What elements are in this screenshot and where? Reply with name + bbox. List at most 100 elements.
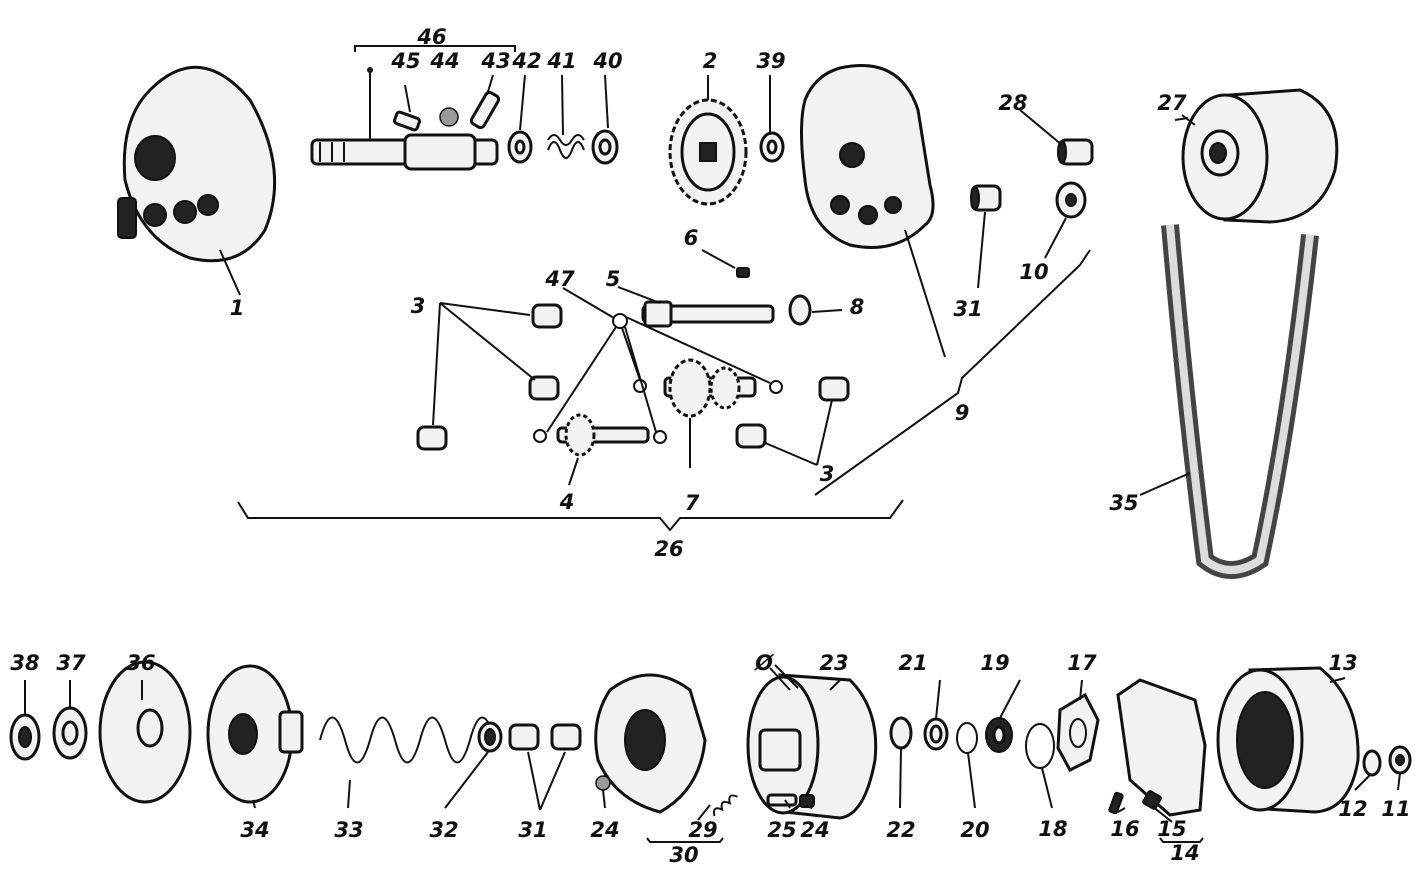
part-11-nut	[1388, 745, 1412, 775]
part-15-block	[1142, 790, 1162, 810]
label-13: 13	[1328, 651, 1357, 675]
label-zero-slash: Ø	[754, 651, 774, 675]
label-15: 15	[1157, 817, 1186, 841]
part-22-washer	[889, 716, 913, 750]
part-41-spring	[547, 134, 585, 159]
label-1: 1	[230, 296, 245, 320]
part-37-lock-washer	[52, 706, 88, 760]
label-3-right: 3	[820, 462, 835, 486]
part-12-washer	[1362, 749, 1382, 777]
part-43-pin	[469, 90, 501, 130]
label-38: 38	[10, 651, 39, 675]
label-7: 7	[685, 491, 700, 515]
label-27: 27	[1157, 91, 1187, 115]
part-4-gear-shaft	[556, 413, 650, 486]
label-36: 36	[126, 651, 155, 675]
label-24-right: 24	[800, 818, 829, 842]
label-47: 47	[544, 267, 575, 291]
label-42: 42	[511, 49, 541, 73]
part-1-housing-cover	[117, 65, 277, 296]
label-43: 43	[480, 49, 510, 73]
label-33: 33	[334, 818, 363, 842]
label-11: 11	[1381, 797, 1410, 821]
label-45: 45	[390, 49, 420, 73]
part-45-spring-pin	[393, 84, 421, 132]
part-17-gasket	[1056, 692, 1100, 772]
label-30: 30	[669, 843, 698, 867]
part-38-nut	[9, 713, 41, 761]
part-33-spring	[319, 716, 496, 764]
part-44-ball	[439, 107, 459, 127]
label-39: 39	[756, 49, 785, 73]
label-4: 4	[559, 490, 575, 514]
label-2: 2	[703, 49, 718, 73]
part-13-drum	[1216, 666, 1360, 814]
part-46-shaft-assembly	[310, 45, 516, 171]
label-9: 9	[955, 401, 970, 425]
part-21-washer	[923, 717, 949, 751]
label-35: 35	[1109, 491, 1138, 515]
label-28: 28	[998, 91, 1027, 115]
part-19-bearing	[985, 717, 1013, 753]
label-37: 37	[56, 651, 86, 675]
part-8-seal	[788, 294, 843, 326]
label-44: 44	[429, 49, 459, 73]
part-26-bracket	[237, 499, 904, 532]
label-26: 26	[654, 537, 683, 561]
label-34: 34	[240, 818, 269, 842]
label-23: 23	[819, 651, 848, 675]
part-7-cluster-gear	[663, 358, 757, 468]
label-29: 29	[688, 818, 717, 842]
label-8: 8	[850, 295, 865, 319]
part-42-washer	[507, 130, 533, 164]
label-22: 22	[886, 818, 915, 842]
part-31-bearing-upper	[970, 184, 1002, 289]
part-30-clutch-shoes	[594, 673, 724, 843]
label-16: 16	[1110, 817, 1139, 841]
part-24-block	[799, 794, 815, 808]
label-20: 20	[960, 818, 989, 842]
label-17: 17	[1067, 651, 1097, 675]
label-46: 46	[416, 25, 446, 49]
label-10: 10	[1019, 260, 1048, 284]
label-3-left: 3	[411, 294, 426, 318]
part-6-key	[701, 249, 750, 278]
part-39-washer	[759, 131, 785, 163]
part-27-pulley	[1174, 88, 1339, 224]
label-5: 5	[606, 267, 621, 291]
label-31-upper: 31	[953, 297, 982, 321]
label-41: 41	[546, 49, 576, 73]
part-10-nut	[1044, 181, 1087, 259]
part-36-pulley-half	[98, 660, 192, 804]
part-32-ring	[477, 721, 503, 753]
label-25: 25	[767, 818, 796, 842]
part-28-bushing	[1057, 138, 1094, 166]
part-35-v-belt	[1139, 224, 1319, 579]
part-3-bearings	[416, 302, 850, 466]
label-40: 40	[592, 49, 622, 73]
label-14: 14	[1170, 841, 1199, 865]
part-31-bearings-lower	[508, 723, 582, 811]
part-5-shaft	[617, 286, 775, 328]
part-47-o-rings	[533, 287, 783, 444]
label-32: 32	[429, 818, 458, 842]
label-6: 6	[684, 226, 699, 250]
part-25-spring	[766, 793, 798, 807]
part-14-bracket-assembly	[1116, 678, 1207, 843]
part-23-clutch-hub	[746, 664, 878, 820]
part-16-spring	[1108, 791, 1124, 815]
part-34-pulley-half	[206, 664, 304, 804]
label-19: 19	[980, 651, 1009, 675]
part-40-washer	[591, 129, 619, 165]
part-9-gear-housing	[800, 64, 1091, 496]
part-29-spring	[712, 794, 738, 817]
label-12: 12	[1338, 797, 1367, 821]
part-18-ring	[1025, 723, 1055, 769]
label-24-left: 24	[590, 818, 619, 842]
part-20-snap-ring	[956, 722, 978, 754]
label-31-lower: 31	[518, 818, 547, 842]
label-21: 21	[898, 651, 927, 675]
part-2-gear	[668, 98, 748, 206]
label-18: 18	[1038, 817, 1067, 841]
